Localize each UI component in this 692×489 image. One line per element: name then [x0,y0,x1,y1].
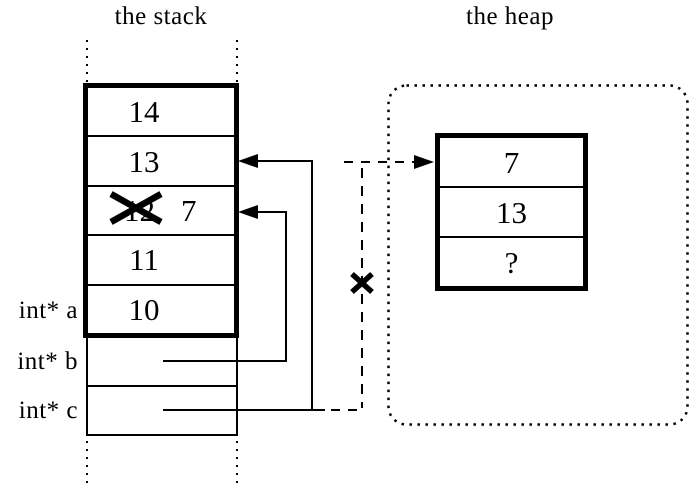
stack-guide-bottom-right [236,441,238,486]
label-int-ptr-c: int* c [18,397,78,424]
pointer-c-line-top [256,160,313,162]
stack-cell-13: 13 [88,135,234,184]
stack-guide-top-right [236,40,238,82]
pointer-cell-c [88,384,236,435]
heap-value: ? [504,244,519,280]
dangling-pointer-dash-top [344,161,414,163]
heap-cell-1: 13 [440,186,583,236]
heap-region-outline [387,84,689,426]
pointer-b-line-horizontal [163,360,287,362]
stack-cell-11: 11 [88,234,234,283]
heap-value: 13 [496,194,527,230]
heap-title: the heap [466,3,554,30]
label-int-ptr-a: int* a [18,297,78,324]
heap-cell-2: ? [440,236,583,286]
cross-out-x-icon [109,191,163,225]
pointer-b-arrowhead-icon [238,205,258,219]
stack-cell-14: 14 [88,88,234,135]
stack-value: 13 [128,143,160,179]
stack-frame-box: 14 13 12 7 11 10 [83,83,239,338]
stack-guide-top-left [86,40,88,82]
stack-value: 14 [128,94,160,130]
pointer-c-arrowhead-icon [238,154,258,168]
dangling-pointer-dash-bottom [331,409,364,411]
overwritten-new-value: 7 [181,193,197,229]
stack-guide-bottom-left [86,441,88,486]
stack-value: 11 [129,242,159,278]
invalid-pointer-x-icon [350,271,374,295]
stack-value: 10 [128,291,160,327]
dangling-pointer-arrowhead-icon [414,155,434,169]
label-int-ptr-b: int* b [17,348,78,375]
pointer-c-line-vertical [311,160,313,411]
stack-cell-10: 10 [88,283,234,333]
stack-title: the stack [114,3,208,30]
pointer-c-line-horizontal [163,409,325,411]
pointer-variable-cells [86,337,238,436]
dangling-pointer-dash-vertical [361,168,363,408]
heap-value: 7 [503,144,520,180]
pointer-b-line-top [256,211,287,213]
pointer-b-line-vertical [285,211,287,362]
heap-block-box: 7 13 ? [435,133,588,291]
heap-cell-0: 7 [440,138,583,186]
